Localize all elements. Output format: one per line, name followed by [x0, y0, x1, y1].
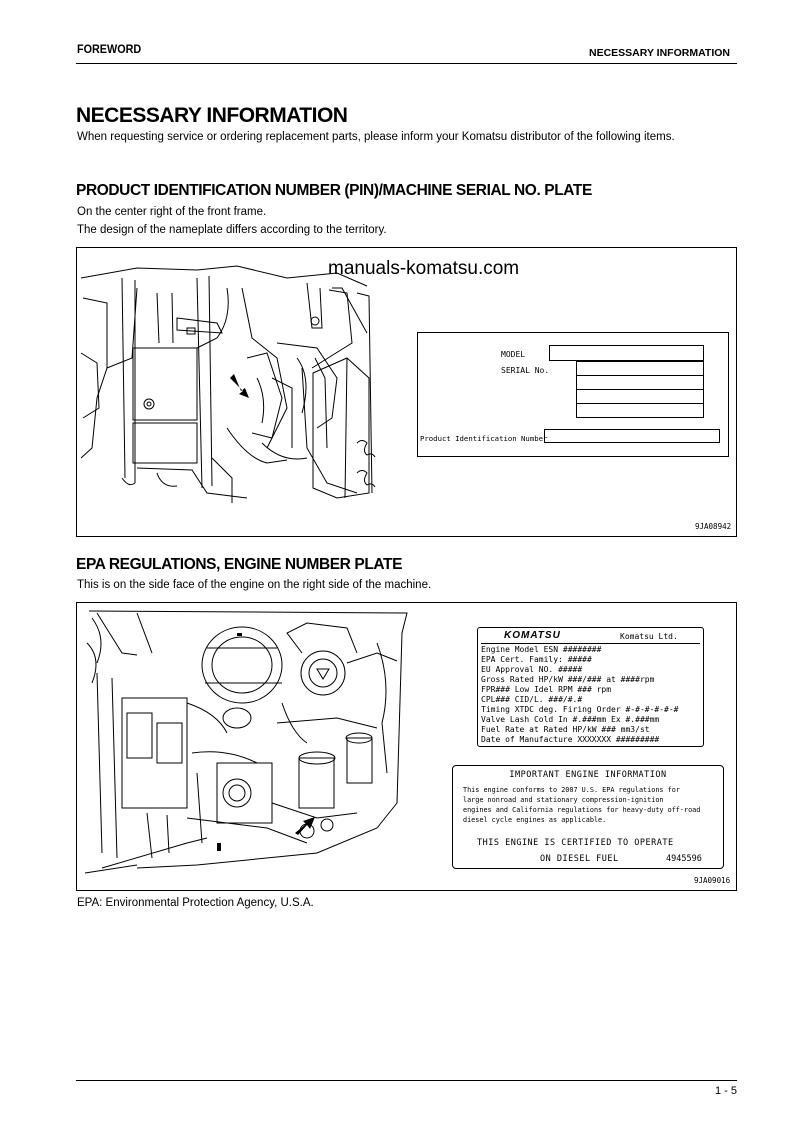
diesel-fuel-line: ON DIESEL FUEL: [540, 854, 619, 864]
plate-line-timing: Timing XTDC deg. Firing Order #-#-#-#-#-…: [481, 705, 679, 714]
serial-field-3: [576, 389, 704, 404]
serial-label: SERIAL No.: [501, 366, 550, 375]
plate-line-eu-approval: EU Approval NO. #####: [481, 665, 583, 674]
model-label: MODEL: [501, 350, 526, 359]
pin-location-text: On the center right of the front frame.: [77, 206, 267, 218]
engine-illustration: [84, 610, 408, 874]
intro-paragraph: When requesting service or ordering repl…: [77, 131, 675, 143]
location-arrow-engine: [295, 817, 315, 835]
pin-field: [544, 429, 720, 443]
footer-rule: [76, 1080, 737, 1081]
plate-line-date: Date of Manufacture XXXXXXX #########: [481, 735, 660, 744]
figure-pin-plate: manuals-komatsu.com MODEL SERIAL No. Pro…: [76, 247, 737, 537]
header-rule: [76, 63, 737, 64]
section-heading-pin-plate: PRODUCT IDENTIFICATION NUMBER (PIN)/MACH…: [76, 182, 592, 199]
pin-label: Product Identification Number: [420, 434, 548, 443]
serial-field-2: [576, 375, 704, 390]
figure-id: 9JA08942: [695, 522, 732, 531]
plate-line-epa-family: EPA Cert. Family: #####: [481, 655, 592, 664]
plate-line-engine-model: Engine Model ESN ########: [481, 645, 602, 654]
location-arrow: [230, 374, 249, 398]
label-part-number: 4945596: [666, 854, 702, 864]
plate-line-fuel-rate: Fuel Rate at Rated HP/kW ### mm3/st: [481, 725, 650, 734]
serial-field-1: [576, 361, 704, 376]
header-section-label: FOREWORD: [77, 42, 142, 56]
header-page-topic: NECESSARY INFORMATION: [589, 47, 730, 59]
page-number: 1 - 5: [715, 1085, 738, 1097]
figure-id-engine: 9JA09016: [694, 876, 731, 885]
engine-number-plate: KOMATSU Komatsu Ltd. Engine Model ESN ##…: [477, 627, 704, 747]
important-engine-info-label: IMPORTANT ENGINE INFORMATION This engine…: [452, 765, 724, 869]
section-heading-epa: EPA REGULATIONS, ENGINE NUMBER PLATE: [76, 556, 403, 573]
important-title: IMPORTANT ENGINE INFORMATION: [509, 770, 667, 780]
engine-plate-location-text: This is on the side face of the engine o…: [77, 579, 432, 591]
serial-nameplate: MODEL SERIAL No. Product Identification …: [417, 332, 729, 457]
important-body-line-1: This engine conforms to 2007 U.S. EPA re…: [463, 786, 680, 794]
plate-line-valve-lash: Valve Lash Cold In #.###mm Ex #.###mm: [481, 715, 660, 724]
plate-line-gross-rated: Gross Rated HP/kW ###/### at ####rpm: [481, 675, 655, 684]
important-body-line-3: engines and California regulations for h…: [463, 806, 701, 814]
front-frame-illustration: [80, 265, 376, 503]
important-body-line-4: diesel cycle engines as applicable.: [463, 816, 607, 824]
certified-line: THIS ENGINE IS CERTIFIED TO OPERATE: [477, 838, 674, 848]
model-field: [549, 345, 704, 361]
plate-line-fpr: FPR### Low Idel RPM ### rpm: [481, 685, 612, 694]
important-body-line-2: large nonroad and stationary compression…: [463, 796, 664, 804]
company-name: Komatsu Ltd.: [620, 632, 678, 641]
page-title: NECESSARY INFORMATION: [76, 104, 348, 127]
komatsu-logo: KOMATSU: [504, 630, 561, 641]
serial-field-4: [576, 403, 704, 418]
figure-engine-plate: KOMATSU Komatsu Ltd. Engine Model ESN ##…: [76, 602, 737, 891]
watermark-text: manuals-komatsu.com: [328, 258, 520, 279]
plate-line-cpl: CPL### CID/L. ###/#.#: [481, 695, 583, 704]
epa-definition-note: EPA: Environmental Protection Agency, U.…: [77, 897, 314, 909]
nameplate-design-text: The design of the nameplate differs acco…: [77, 224, 387, 236]
